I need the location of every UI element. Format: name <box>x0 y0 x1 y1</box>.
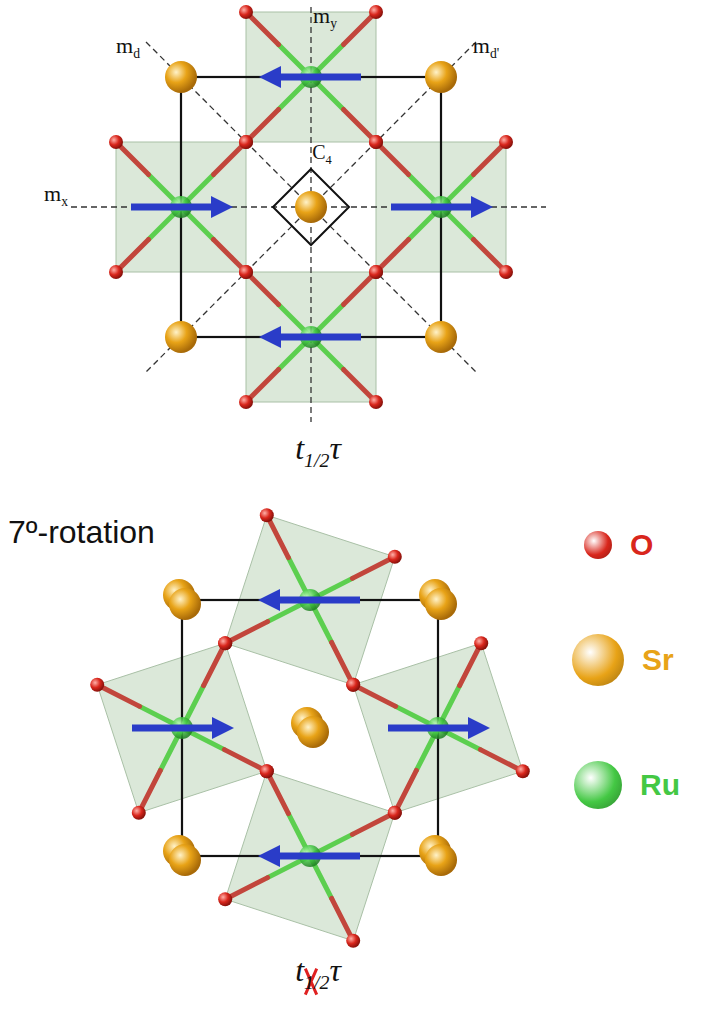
o-atom <box>499 265 513 279</box>
o-atom <box>239 5 253 19</box>
rotation-caption: 7º-rotation <box>8 516 155 548</box>
o-atom <box>369 265 383 279</box>
sr-atom <box>425 588 457 620</box>
o-atom <box>260 764 274 778</box>
ru-o-bond <box>395 770 417 812</box>
sr-atom <box>169 844 201 876</box>
ru-o-bond <box>139 770 161 812</box>
spin-arrow <box>258 589 360 611</box>
legend-entry: O <box>584 531 653 559</box>
o-atom <box>239 135 253 149</box>
o-atom <box>346 934 360 948</box>
mirror-label: mx <box>44 183 68 205</box>
legend-label: Ru <box>640 768 680 802</box>
o-atom <box>369 5 383 19</box>
o-atom <box>346 678 360 692</box>
o-atom <box>218 636 232 650</box>
spin-arrow <box>259 66 361 88</box>
ru-o-bond <box>460 643 482 685</box>
ru-o-bond <box>332 642 354 684</box>
o-atom <box>239 265 253 279</box>
rotation-axis-label: C4 <box>312 142 332 162</box>
ru-o-bond <box>352 557 394 579</box>
ru-o-bond <box>352 813 394 835</box>
o-atom <box>239 395 253 409</box>
mirror-label: my <box>313 5 337 27</box>
ru-o-bond <box>97 685 139 707</box>
unit-cell <box>90 508 530 948</box>
symmetry-operation: t1/2τ <box>295 432 341 464</box>
o-atom <box>109 265 123 279</box>
ru-o-bond <box>267 515 289 557</box>
o-atom <box>388 806 402 820</box>
legend-label: Sr <box>642 643 674 677</box>
sr-atom <box>425 321 457 353</box>
ru-o-bond <box>267 771 289 813</box>
o-atom <box>109 135 123 149</box>
legend-swatch <box>584 531 612 559</box>
ru-o-bond <box>332 898 354 940</box>
sr-atom <box>425 844 457 876</box>
mirror-label: md <box>116 35 140 57</box>
legend-label: O <box>630 528 653 562</box>
o-atom <box>388 806 402 820</box>
ru-o-bond <box>225 622 267 644</box>
legend-entry: Sr <box>572 634 674 686</box>
spin-arrow <box>132 717 234 739</box>
sr-atom <box>169 588 201 620</box>
mirror-label: md' <box>473 35 499 57</box>
o-atom <box>218 636 232 650</box>
sr-atom <box>295 191 327 223</box>
spin-arrow <box>388 717 490 739</box>
spin-arrow <box>258 845 360 867</box>
legend-entry: Ru <box>574 761 680 809</box>
ru-o-bond <box>480 750 522 772</box>
o-atom <box>132 806 146 820</box>
sr-atom <box>297 716 329 748</box>
legend-swatch <box>574 761 622 809</box>
spin-arrow <box>131 196 233 218</box>
legend-swatch <box>572 634 624 686</box>
unit-cell <box>71 5 546 422</box>
o-atom <box>260 764 274 778</box>
spin-arrow <box>259 326 361 348</box>
o-atom <box>369 135 383 149</box>
sr-atom <box>165 321 197 353</box>
symmetry-operation: t1/2τ <box>295 954 341 986</box>
o-atom <box>218 892 232 906</box>
o-atom <box>90 678 104 692</box>
ru-o-bond <box>224 750 266 772</box>
ru-o-bond <box>204 643 226 685</box>
o-atom <box>388 550 402 564</box>
ru-o-bond <box>353 685 395 707</box>
o-atom <box>516 764 530 778</box>
sr-atom <box>425 61 457 93</box>
o-atom <box>369 265 383 279</box>
o-atom <box>346 678 360 692</box>
o-atom <box>369 395 383 409</box>
o-atom <box>239 135 253 149</box>
o-atom <box>369 135 383 149</box>
o-atom <box>499 135 513 149</box>
sr-atom <box>165 61 197 93</box>
o-atom <box>260 508 274 522</box>
spin-arrow <box>391 196 493 218</box>
ru-o-bond <box>225 878 267 900</box>
o-atom <box>239 265 253 279</box>
c4-symbol <box>273 169 349 245</box>
o-atom <box>474 636 488 650</box>
